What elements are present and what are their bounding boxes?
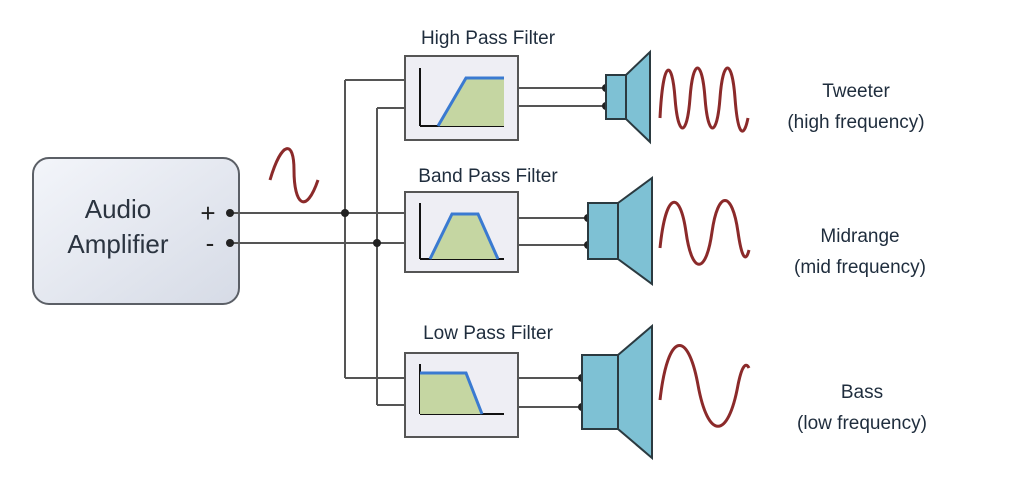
audio-amplifier: Audio Amplifier + - bbox=[32, 157, 240, 305]
midrange-wave bbox=[658, 199, 751, 266]
midrange-range-label: (mid frequency) bbox=[794, 257, 926, 278]
tweeter-label: Tweeter bbox=[822, 81, 890, 102]
input-wave bbox=[268, 147, 320, 204]
filter-band-pass: Band Pass Filter bbox=[404, 166, 558, 273]
speaker-bass bbox=[581, 323, 653, 461]
minus-terminal-label: - bbox=[206, 228, 215, 258]
plus-terminal-label: + bbox=[200, 198, 215, 228]
bass-range-label: (low frequency) bbox=[797, 413, 927, 434]
tweeter-wave bbox=[658, 66, 750, 133]
filter-low-pass: Low Pass Filter bbox=[404, 323, 554, 438]
amplifier-label-line1: Audio bbox=[85, 194, 152, 224]
speaker-tweeter bbox=[605, 49, 651, 145]
amplifier-label-line2: Amplifier bbox=[67, 229, 168, 259]
speaker-midrange bbox=[587, 176, 653, 286]
midrange-label: Midrange bbox=[820, 226, 899, 247]
filter-high-pass: High Pass Filter bbox=[404, 28, 556, 141]
bass-wave bbox=[658, 344, 751, 428]
tweeter-range-label: (high frequency) bbox=[787, 112, 924, 133]
wiring bbox=[230, 79, 606, 408]
filter-label-band-pass: Band Pass Filter bbox=[418, 166, 558, 187]
bass-label: Bass bbox=[841, 382, 883, 403]
filter-label-high-pass: High Pass Filter bbox=[421, 28, 556, 49]
filter-label-low-pass: Low Pass Filter bbox=[423, 323, 554, 344]
